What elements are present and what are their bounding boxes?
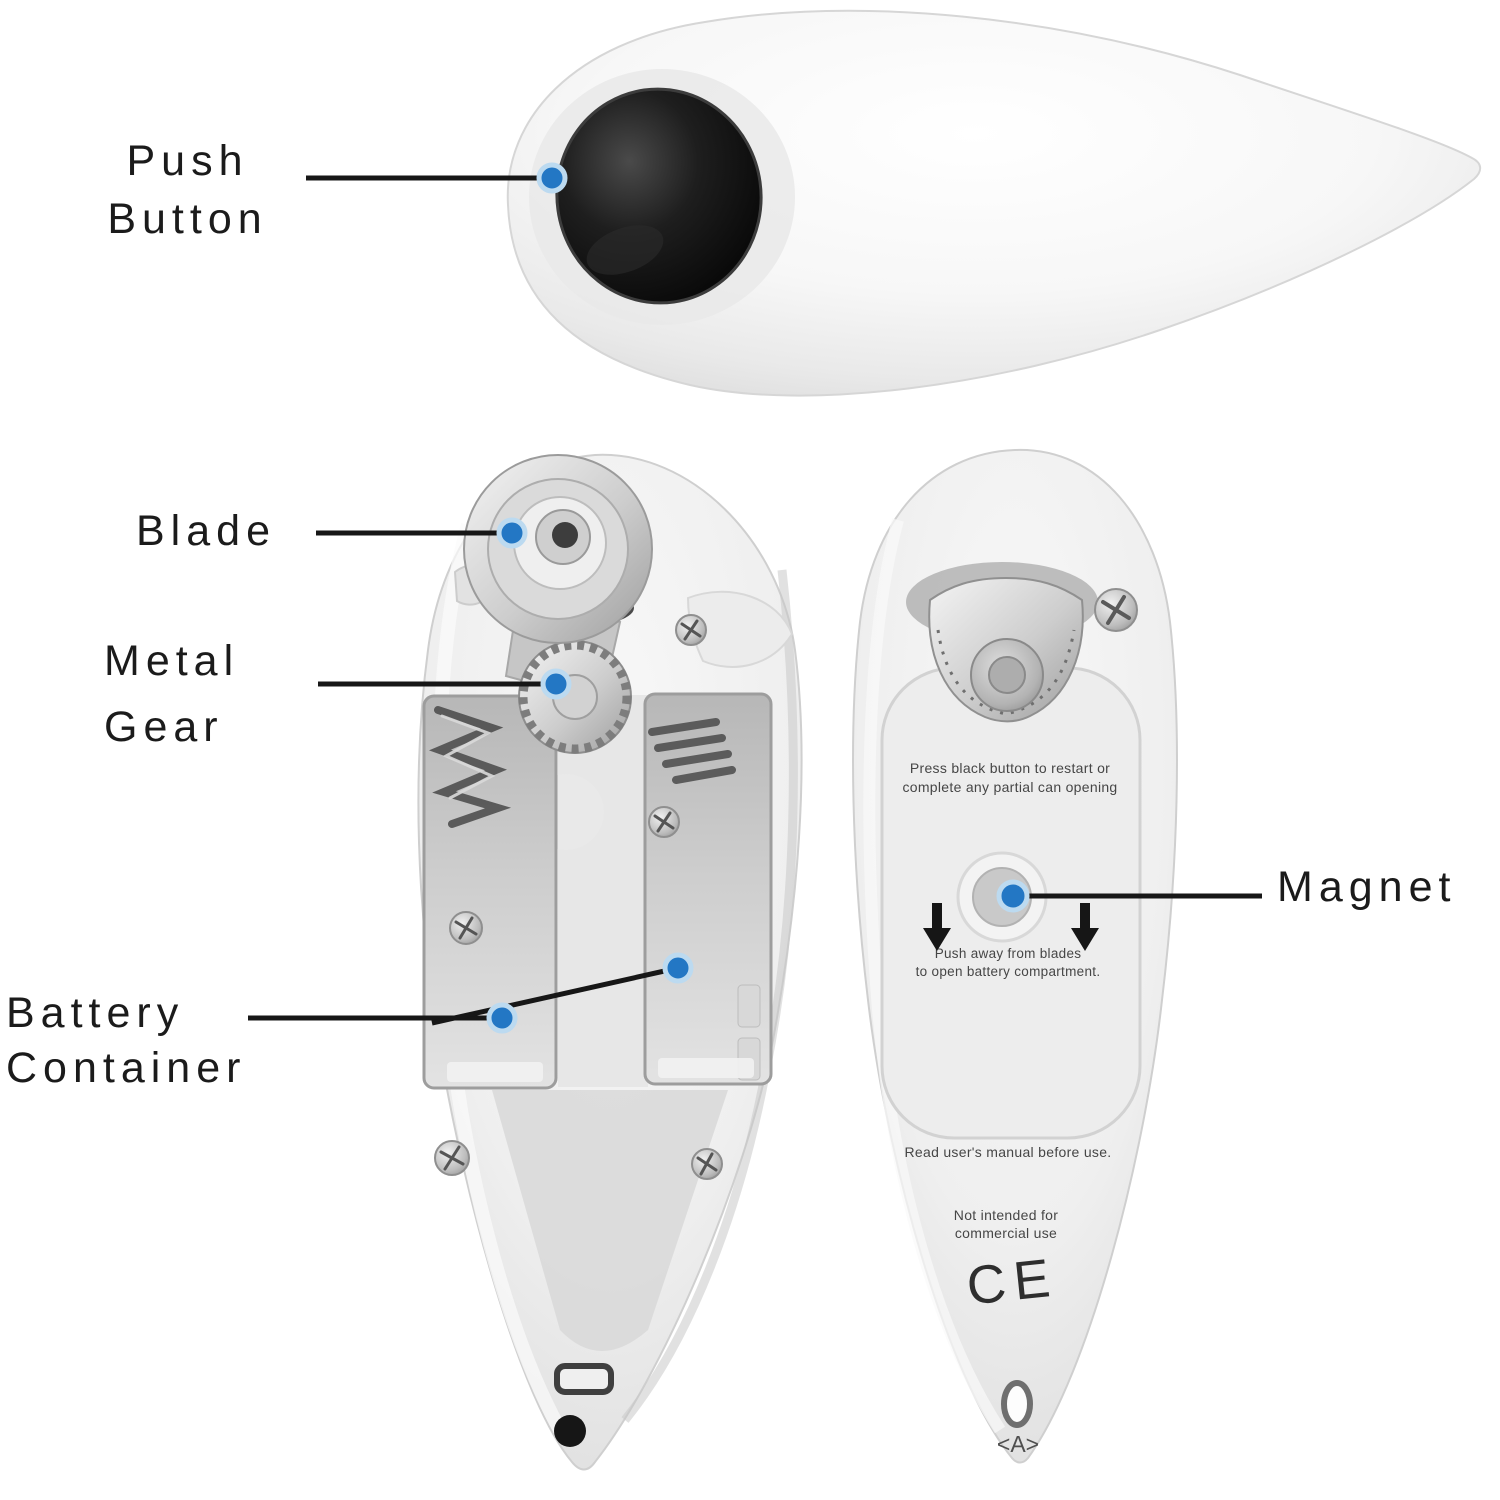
down-arrow-icon <box>1071 903 1099 951</box>
screw-icon <box>675 614 707 646</box>
restart-note-line1: Press black button to restart or <box>910 760 1110 776</box>
bottom-center-panel <box>492 1090 728 1351</box>
screw-icon <box>434 1140 470 1176</box>
blade-assembly <box>463 454 653 754</box>
magnet-dot <box>996 879 1030 913</box>
commercial-note-line1: Not intended for <box>954 1207 1058 1223</box>
restart-note-line2: complete any partial can opening <box>902 779 1117 795</box>
label-line: Blade <box>136 507 276 555</box>
battery-dot-right <box>662 952 694 984</box>
blade-dot <box>496 517 528 549</box>
manual-note: Read user's manual before use. <box>904 1144 1111 1160</box>
push-direction-arrows <box>923 903 1099 951</box>
battery-contact-tab <box>658 1058 754 1078</box>
metal-gear-label: Metal Gear <box>104 628 239 760</box>
right-device-back-view: Press black button to restart or complet… <box>852 448 1178 1464</box>
bottom-slot <box>554 1363 614 1395</box>
battery-container-label: Battery Container <box>6 986 246 1096</box>
push-away-note-line2: to open battery compartment. <box>916 964 1101 979</box>
metal-gear-teeth <box>518 640 632 754</box>
right-device-left-rim-highlight <box>863 518 1006 1434</box>
metal-gear-dot <box>540 668 572 700</box>
label-line: Button <box>107 195 268 243</box>
callout-dots <box>486 162 1030 1034</box>
push-button-label: Push Button <box>80 132 295 248</box>
label-line: Push <box>126 137 249 185</box>
ce-mark: CE <box>964 1247 1061 1316</box>
hang-hole <box>1001 1380 1033 1428</box>
battery-emboss-1 <box>737 984 761 1028</box>
label-line: Metal <box>104 637 240 685</box>
label-line: Gear <box>104 703 224 751</box>
battery-spring <box>428 706 512 828</box>
battery-dot-left <box>486 1002 518 1034</box>
screw-icon <box>691 1148 723 1180</box>
battery-callout-line-right <box>431 965 679 1026</box>
label-line: Battery <box>6 989 185 1037</box>
battery-divider <box>558 695 648 1087</box>
callouts <box>248 175 1262 1026</box>
down-arrow-icon <box>923 903 951 951</box>
push-away-note-line1: Push away from blades <box>935 946 1082 961</box>
push-button-sheen <box>586 225 664 275</box>
middle-device-screws <box>434 614 723 1180</box>
blade-center-screw <box>552 522 578 548</box>
battery-contact-tab <box>447 1062 543 1082</box>
mold-mark: <A> <box>997 1431 1039 1457</box>
label-line: Container <box>6 1044 247 1092</box>
bottle-opener-assembly <box>906 562 1138 723</box>
label-line: Magnet <box>1277 863 1457 911</box>
bottom-dot <box>554 1415 586 1447</box>
push-button-dot <box>536 162 568 194</box>
battery-clip <box>648 718 736 784</box>
screw-icon <box>449 911 483 945</box>
blade-label: Blade <box>136 502 276 560</box>
screw-icon <box>648 806 680 838</box>
screw-icon <box>1094 588 1138 632</box>
commercial-note-line2: commercial use <box>955 1225 1057 1241</box>
battery-bay-left <box>422 694 558 1090</box>
magnet-label: Magnet <box>1277 858 1456 916</box>
middle-device-bottom-view <box>417 453 803 1471</box>
top-device-side-view <box>506 9 1482 397</box>
battery-bay-right <box>643 692 773 1086</box>
